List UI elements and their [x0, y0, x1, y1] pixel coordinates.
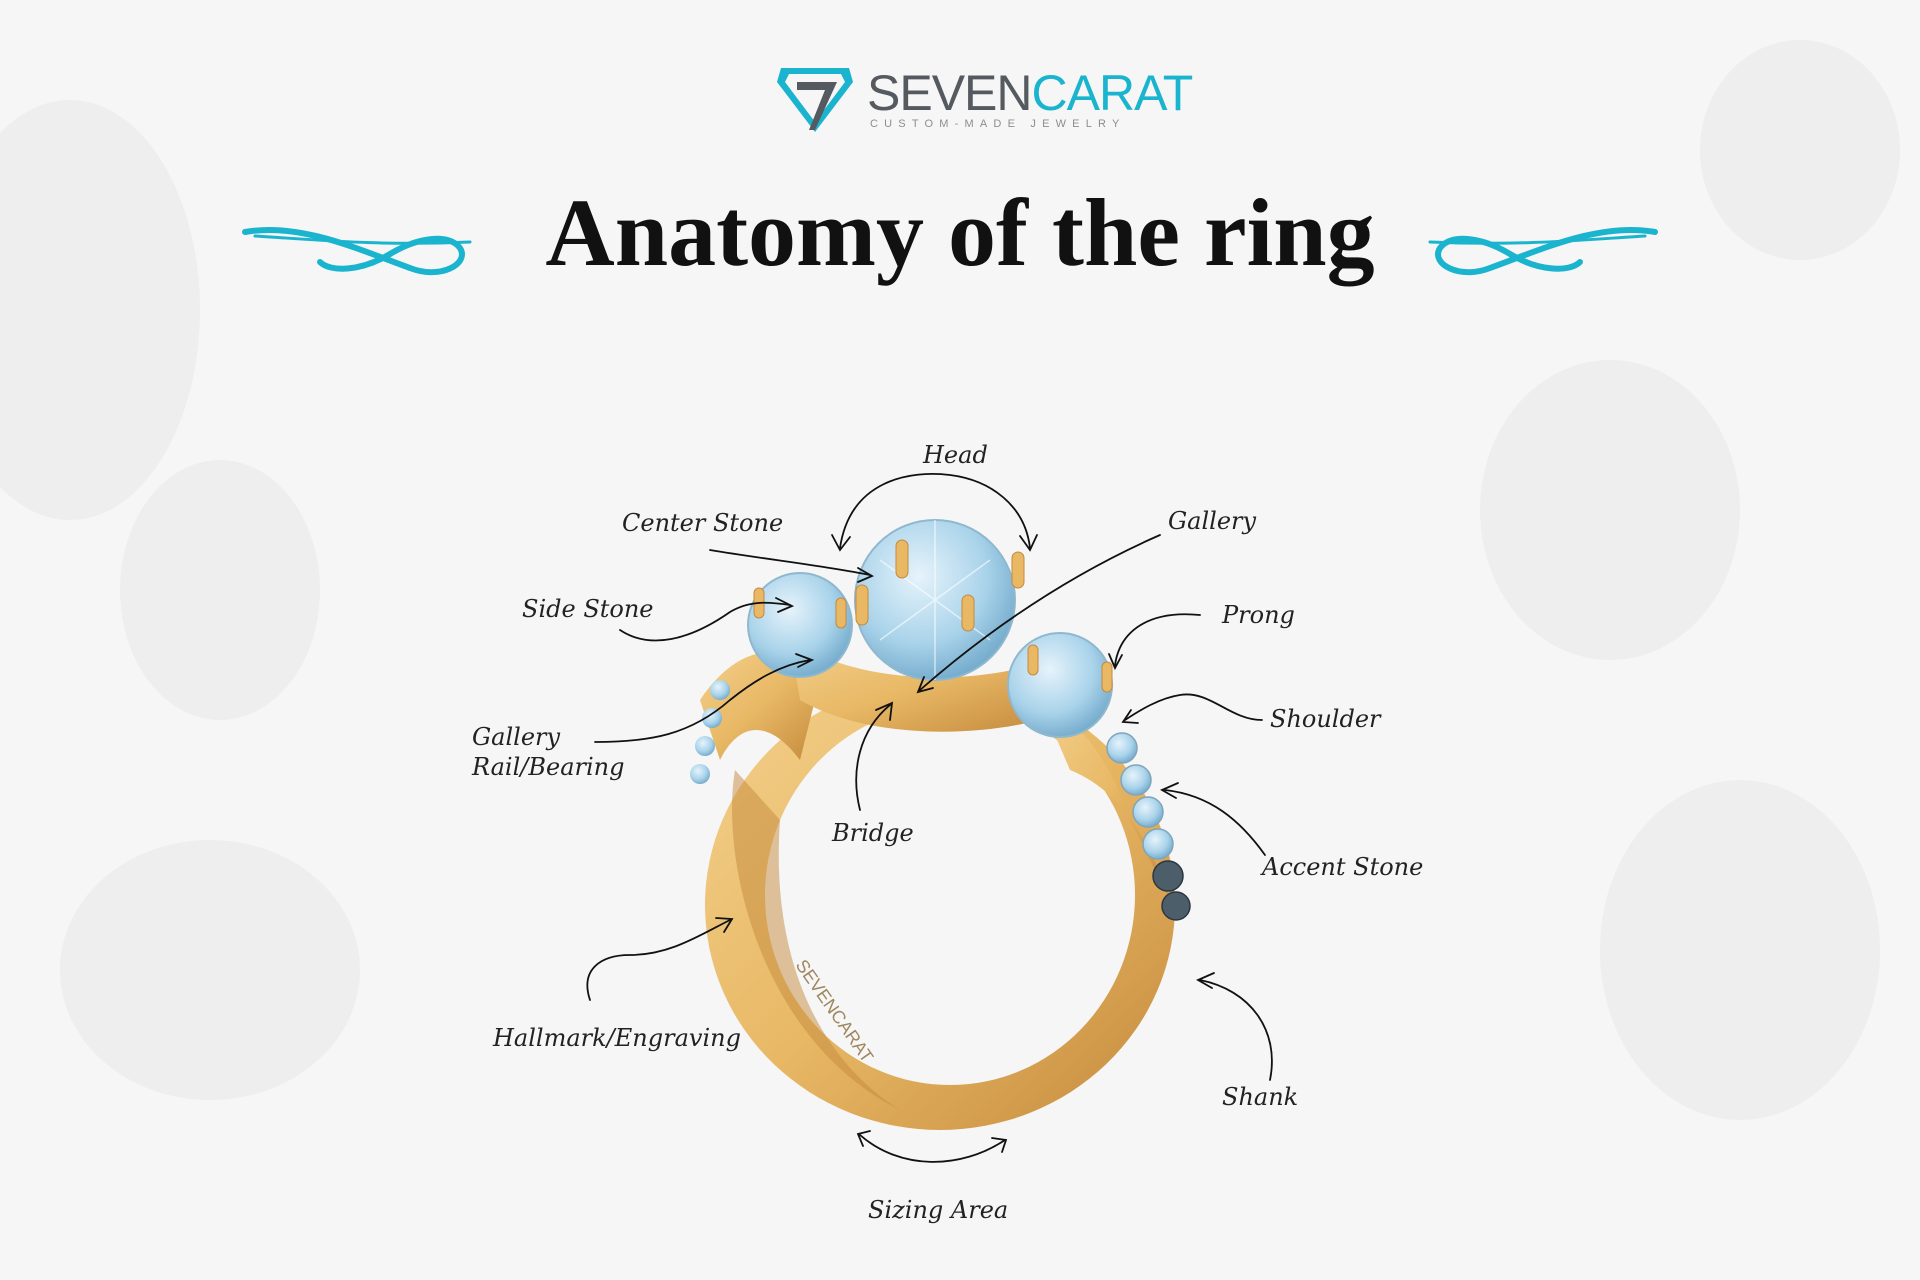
label-sizing-area: Sizing Area [868, 1196, 1009, 1224]
leader-shank [1199, 979, 1273, 1081]
leader-shank-arrow [1195, 972, 1215, 989]
label-accent-stone: Accent Stone [1262, 853, 1424, 881]
ring-shoulder-right [1040, 700, 1170, 900]
leader-sizing-area-arrow-right [991, 1137, 1008, 1153]
leader-accent-stone [1164, 789, 1266, 856]
diamond-seven-icon [777, 68, 853, 132]
background-blotch [1600, 780, 1880, 1120]
label-bridge: Bridge [832, 819, 914, 847]
leader-accent-stone-arrow [1159, 782, 1179, 799]
leader-sizing-area [859, 1134, 1006, 1163]
leader-side-stone [619, 601, 791, 642]
leader-side-stone-arrow [775, 597, 795, 613]
leader-sizing-area-arrow-left [856, 1130, 871, 1147]
brand-tagline: CUSTOM-MADE JEWELRY [870, 118, 1126, 130]
brand-logo: SEVENCARAT CUSTOM-MADE JEWELRY [775, 60, 1193, 140]
background-blotch [1700, 40, 1900, 260]
leader-gallery [919, 534, 1161, 691]
leader-shoulder-arrow [1121, 709, 1139, 724]
ring-shoulder-left [700, 652, 820, 760]
background-blotch [120, 460, 320, 720]
leader-bridge [855, 704, 891, 811]
side-stone-left [747, 572, 853, 678]
background-blotch [0, 100, 200, 520]
leader-center-stone [709, 549, 871, 576]
label-hallmark: Hallmark/Engraving [493, 1024, 741, 1052]
accent-stones [690, 680, 1191, 921]
leader-center-stone-arrow [857, 567, 875, 583]
brand-name: SEVENCARAT [867, 65, 1194, 121]
label-gallery-rail: Gallery Rail/Bearing [472, 722, 624, 782]
background-blotch [1480, 360, 1740, 660]
leader-prong [1114, 613, 1201, 666]
leader-hallmark [586, 919, 731, 1001]
page-title: Anatomy of the ring [545, 179, 1375, 286]
ring-shank [705, 680, 1175, 1130]
leader-prong-arrow [1108, 653, 1123, 671]
label-prong: Prong [1222, 601, 1295, 629]
label-gallery: Gallery [1168, 507, 1257, 535]
background-blotch [60, 840, 360, 1100]
side-stone-right [1007, 632, 1113, 738]
brand-name-part1: SEVEN [867, 65, 1033, 121]
leader-head [839, 473, 1031, 549]
brand-name-part2: CARAT [1031, 65, 1194, 121]
leader-gallery-rail [594, 659, 811, 743]
label-head: Head [923, 441, 988, 469]
leader-hallmark-arrow [715, 917, 734, 933]
label-shank: Shank [1222, 1083, 1299, 1111]
leader-head-arrow-right [1019, 534, 1038, 552]
leader-shoulder [1124, 693, 1263, 721]
label-side-stone: Side Stone [522, 595, 654, 623]
label-shoulder: Shoulder [1270, 705, 1381, 733]
ring-prongs [753, 539, 1113, 693]
leader-gallery-rail-arrow [795, 653, 815, 668]
label-gallery-rail-line2: Rail/Bearing [472, 753, 625, 781]
leader-gallery-arrow [916, 676, 934, 694]
leader-head-arrow-left [831, 534, 851, 552]
label-center-stone: Center Stone [622, 509, 784, 537]
label-gallery-rail-line1: Gallery [472, 723, 561, 751]
leader-bridge-arrow [875, 701, 894, 721]
